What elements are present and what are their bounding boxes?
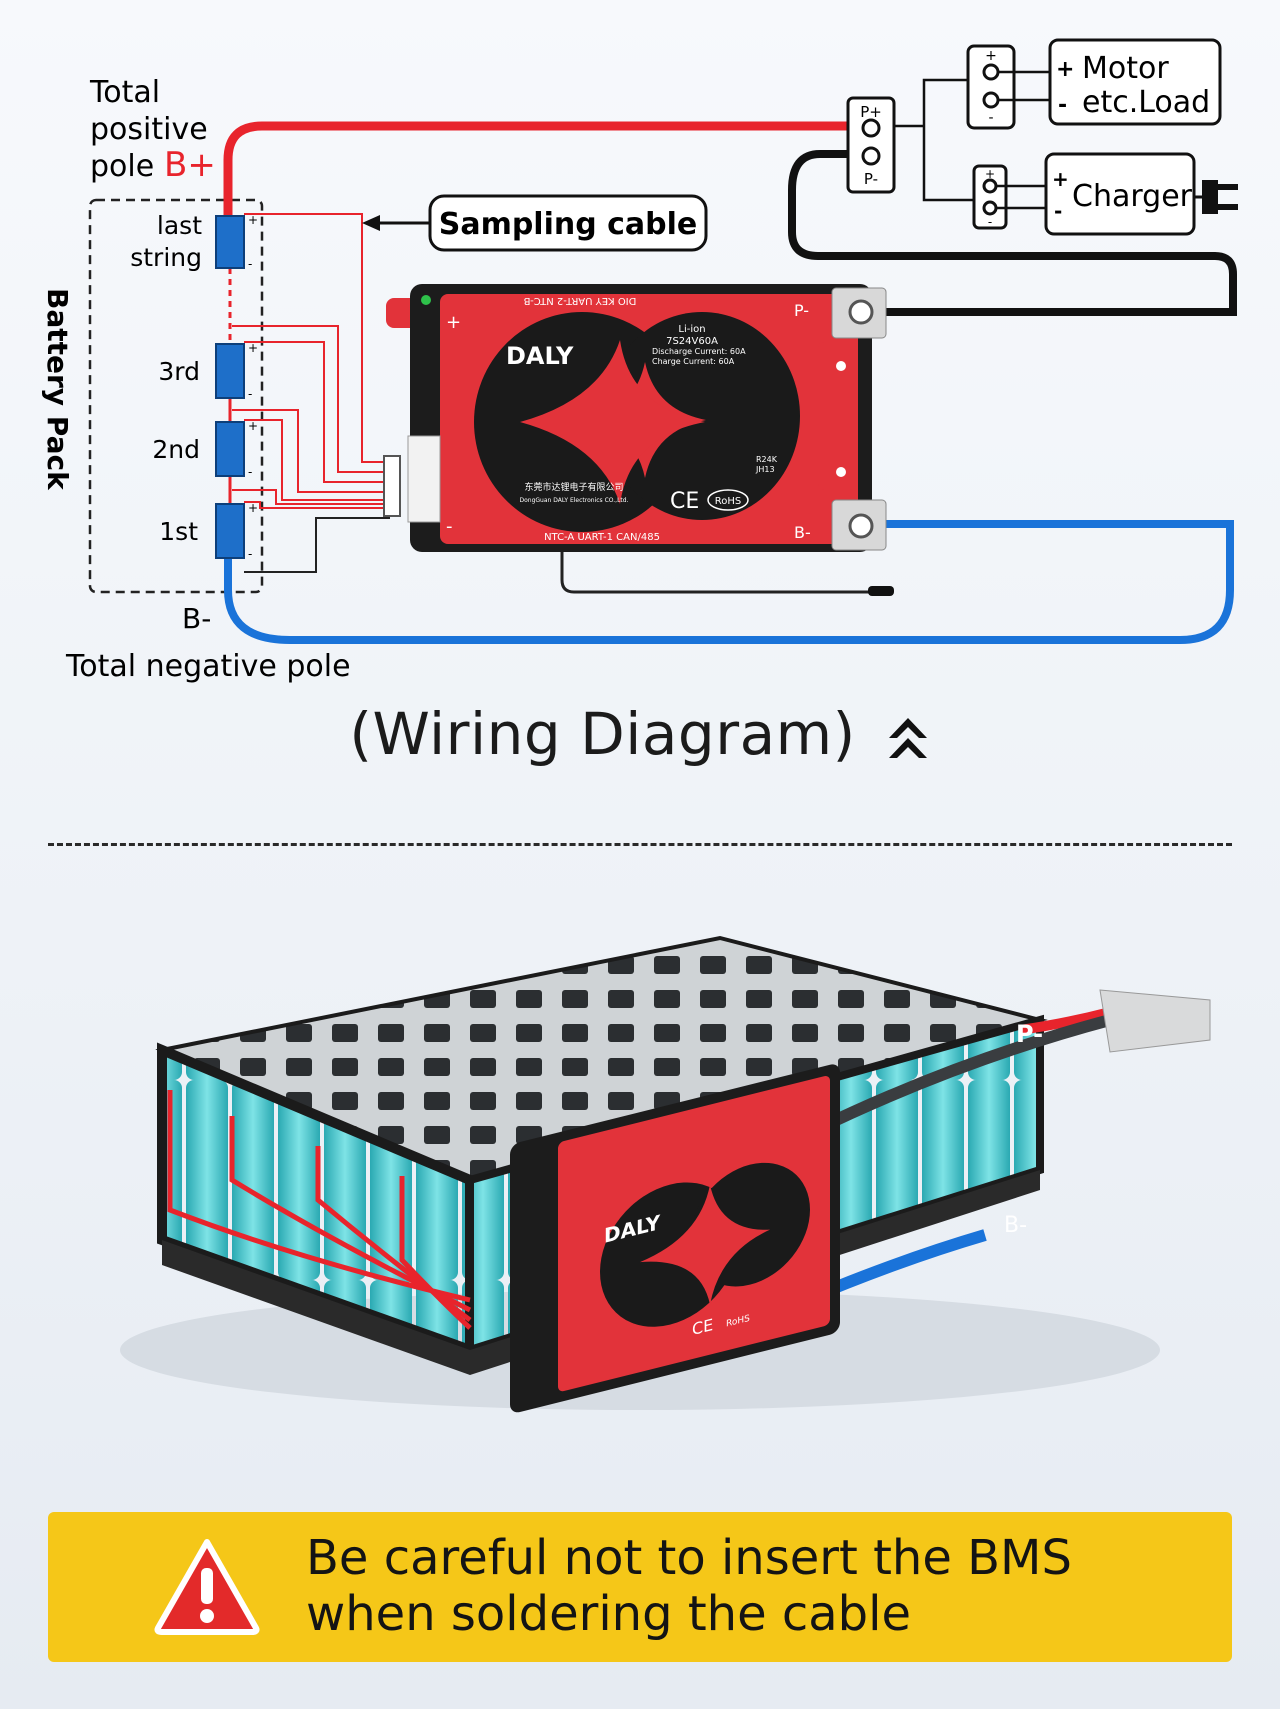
svg-text:DIO KEY UART-2 NTC-B: DIO KEY UART-2 NTC-B <box>524 295 637 306</box>
svg-text:7S24V60A: 7S24V60A <box>666 336 718 347</box>
total-positive-line2: positive <box>90 112 208 147</box>
cell-2nd: + - <box>215 419 258 479</box>
svg-text:Discharge Current: 60A: Discharge Current: 60A <box>652 347 746 356</box>
svg-text:+: + <box>1052 167 1069 191</box>
motor-label: Motor <box>1082 51 1169 86</box>
cell-last-label: last <box>157 211 202 240</box>
cell-last: + - <box>215 213 258 271</box>
sampling-wires <box>232 213 390 573</box>
svg-text:+: + <box>248 501 258 515</box>
warning-line2: when soldering the cable <box>306 1586 911 1642</box>
warning-triangle-icon <box>154 1539 260 1635</box>
cell-3rd: + - <box>215 341 258 401</box>
svg-text:+: + <box>1056 57 1074 82</box>
photo-b-minus: B- <box>1004 1213 1027 1238</box>
wiring-diagram-caption: (Wiring Diagram) <box>0 700 1280 768</box>
cell-1st: + - <box>215 501 258 561</box>
motor-connector <box>966 44 1016 130</box>
load-label: etc.Load <box>1082 85 1210 120</box>
svg-text:Charge Current: 60A: Charge Current: 60A <box>652 357 735 366</box>
motor-load-box <box>1048 38 1222 126</box>
total-positive-line3: pole <box>90 149 154 184</box>
bms-brand: DALY <box>506 342 574 370</box>
charger-connector <box>972 164 1008 230</box>
svg-text:+: + <box>248 213 258 227</box>
cell-1st-label: 1st <box>159 517 198 546</box>
cell-3rd-label: 3rd <box>158 357 200 386</box>
warning-text: Be careful not to insert the BMS when so… <box>306 1530 1072 1642</box>
cell-string-label: string <box>130 243 202 272</box>
svg-text:-: - <box>248 387 252 401</box>
negative-wire <box>224 520 1234 644</box>
charger-box <box>1044 152 1196 236</box>
total-negative-label: Total negative pole <box>65 649 351 684</box>
svg-text:-: - <box>1054 199 1062 223</box>
sampling-cable-text: Sampling cable <box>439 207 698 242</box>
svg-text:B-: B- <box>794 523 811 542</box>
charger-label: Charger <box>1072 179 1193 214</box>
svg-text:CE: CE <box>670 489 699 514</box>
svg-text:-: - <box>446 516 453 537</box>
svg-text:+: + <box>248 341 258 355</box>
svg-text:+: + <box>446 312 461 333</box>
plug-icon <box>1194 180 1238 214</box>
caption-text: (Wiring Diagram) <box>349 700 856 768</box>
b-plus-label: B+ <box>164 145 216 185</box>
positive-wire <box>223 121 860 222</box>
battery-pack-box <box>88 198 264 594</box>
svg-text:-: - <box>248 257 252 271</box>
svg-text:-: - <box>248 547 252 561</box>
p-junction <box>846 96 896 194</box>
svg-text:P-: P- <box>794 301 809 320</box>
svg-text:R24K: R24K <box>756 455 778 464</box>
b-minus-label: B- <box>182 602 211 635</box>
sampling-arrow-icon <box>362 215 380 231</box>
cell-2nd-label: 2nd <box>152 435 200 464</box>
svg-text:DongGuan DALY Electronics CO.,: DongGuan DALY Electronics CO.,Ltd. <box>520 497 629 504</box>
svg-text:+: + <box>985 167 995 181</box>
section-divider <box>48 843 1232 846</box>
svg-text:-: - <box>988 110 993 126</box>
svg-text:Li-ion: Li-ion <box>678 324 705 335</box>
svg-text:东莞市达锂电子有限公司: 东莞市达锂电子有限公司 <box>524 481 623 493</box>
svg-text:RoHS: RoHS <box>715 496 741 507</box>
svg-text:CE: CE <box>692 1315 713 1339</box>
svg-text:+: + <box>985 48 997 64</box>
bms-board: DALY Li-ion 7S24V60A Discharge Current: … <box>386 284 894 596</box>
battery-pack-photo: P- B- DALY CE RoHS <box>120 935 1211 1413</box>
warning-line1: Be careful not to insert the BMS <box>306 1530 1072 1586</box>
bms-photo: DALY CE RoHS <box>510 1064 840 1413</box>
total-positive-line1: Total <box>89 75 160 110</box>
svg-text:P-: P- <box>864 170 878 188</box>
photo-p-minus: P- <box>1016 1020 1043 1048</box>
svg-text:-: - <box>1058 93 1067 118</box>
double-chevron-up-icon <box>888 717 927 758</box>
svg-text:+: + <box>248 419 258 433</box>
svg-text:-: - <box>248 465 252 479</box>
warning-banner: Be careful not to insert the BMS when so… <box>48 1512 1232 1662</box>
p-minus-wire <box>788 150 1237 316</box>
svg-text:JH13: JH13 <box>755 465 775 474</box>
wiring-diagram: + - + - + - + - Sampling cable Total pos… <box>41 38 1238 684</box>
svg-text:P+: P+ <box>860 103 882 121</box>
battery-pack-label: Battery Pack <box>41 288 74 491</box>
svg-text:-: - <box>988 215 992 229</box>
svg-text:NTC-A UART-1 CAN/485: NTC-A UART-1 CAN/485 <box>544 532 660 543</box>
